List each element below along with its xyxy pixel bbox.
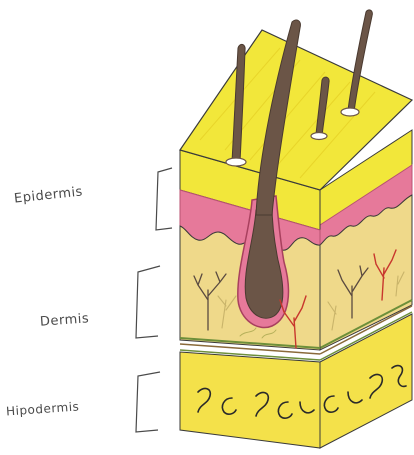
bracket-dermis (136, 266, 160, 338)
bracket-epidermis (156, 168, 172, 230)
block-side-face (320, 130, 412, 448)
bracket-hipodermis (136, 372, 160, 432)
